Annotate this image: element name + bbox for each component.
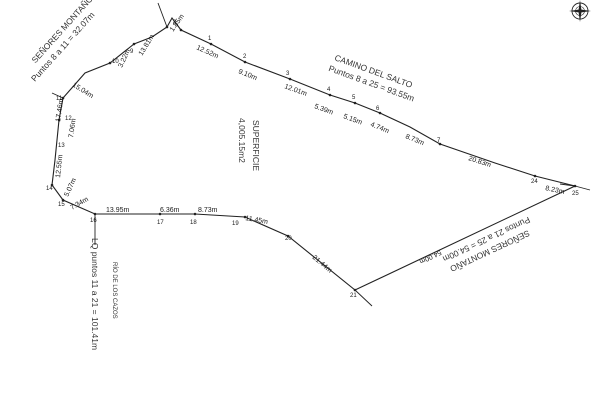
point-label: 7 bbox=[437, 138, 441, 144]
point-label: 25 bbox=[572, 191, 579, 197]
segment-length: 15.04m bbox=[71, 82, 95, 100]
left-top-extension bbox=[51, 92, 64, 99]
point-label: 14 bbox=[46, 186, 53, 192]
point-label: 16 bbox=[90, 218, 97, 224]
segment-length: 8.23m bbox=[545, 185, 566, 196]
point-label: 4 bbox=[327, 87, 331, 93]
segment-length: 12.01m bbox=[283, 83, 307, 98]
vertex-markers bbox=[50, 25, 577, 292]
surface-label: SUPERFICIE 4,005.15m2 bbox=[237, 118, 261, 171]
segment-length: 4.74m bbox=[369, 121, 390, 135]
point-label: 15 bbox=[58, 202, 65, 208]
point-label: 5 bbox=[352, 95, 356, 101]
river-label: RÍO DE LOS CAZOS bbox=[111, 262, 118, 319]
point-label: 1 bbox=[208, 36, 212, 42]
segment-length: 5.07m bbox=[63, 177, 78, 198]
surface-value: 4,005.15m2 bbox=[237, 118, 247, 163]
segment-length: 8.73m bbox=[404, 133, 425, 147]
point-label: 18 bbox=[190, 220, 197, 226]
camino-extension bbox=[574, 185, 591, 191]
segment-length: 54.00m bbox=[418, 248, 442, 265]
segment-length: 13.95m bbox=[106, 207, 130, 214]
point-label: 17 bbox=[157, 220, 164, 226]
point-label: 24 bbox=[531, 179, 538, 185]
segment-length: 13.81m bbox=[138, 33, 156, 57]
surface-title: SUPERFICIE bbox=[251, 120, 261, 171]
point-label: 9 bbox=[130, 49, 134, 55]
segment-length: 8.73m bbox=[198, 207, 218, 214]
point-label: 20 bbox=[285, 236, 292, 242]
montano-right-label: SEÑORES MONTAÑO Puntos 21 a 25 = 54.00m bbox=[441, 215, 532, 274]
montano-right-extension bbox=[559, 183, 576, 187]
segment-length: 12.55m bbox=[55, 154, 64, 178]
point-label: 10 bbox=[112, 59, 119, 65]
point-label: 19 bbox=[232, 221, 239, 227]
segment-length: 6.36m bbox=[160, 207, 180, 214]
camino-label: CAMINO DEL SALTO Puntos 8 a 25 = 93.55m bbox=[327, 52, 415, 103]
segment-length: 5.15m bbox=[342, 113, 363, 126]
point-label: 8 bbox=[173, 20, 177, 26]
point-label: 2 bbox=[243, 54, 247, 60]
segment-length: 7.06m bbox=[68, 118, 78, 138]
point-label: 11 bbox=[56, 96, 63, 102]
compass-icon bbox=[569, 0, 591, 22]
point-label: 21 bbox=[350, 293, 357, 299]
segment-length: 7.34m bbox=[70, 196, 90, 212]
montano-top-title: SEÑORES MONTAÑO bbox=[29, 0, 95, 65]
segment-length: 11.45m bbox=[245, 215, 269, 226]
segment-length: 17.46m bbox=[55, 98, 65, 122]
top-extension bbox=[157, 2, 168, 28]
point-label: 12 bbox=[65, 116, 72, 122]
point-label: 13 bbox=[58, 143, 65, 149]
point-21-extension bbox=[354, 289, 373, 307]
point-label: 3 bbox=[286, 71, 290, 77]
segment-length: 9.10m bbox=[237, 68, 258, 82]
segment-length: 5.39m bbox=[313, 103, 334, 116]
lq-label: LQ puntos 11 a 21 = 101.41m bbox=[90, 238, 100, 350]
point-label: 6 bbox=[376, 106, 380, 112]
segment-length: 1.85m bbox=[169, 13, 186, 33]
segment-length: 21.44m bbox=[311, 254, 334, 274]
